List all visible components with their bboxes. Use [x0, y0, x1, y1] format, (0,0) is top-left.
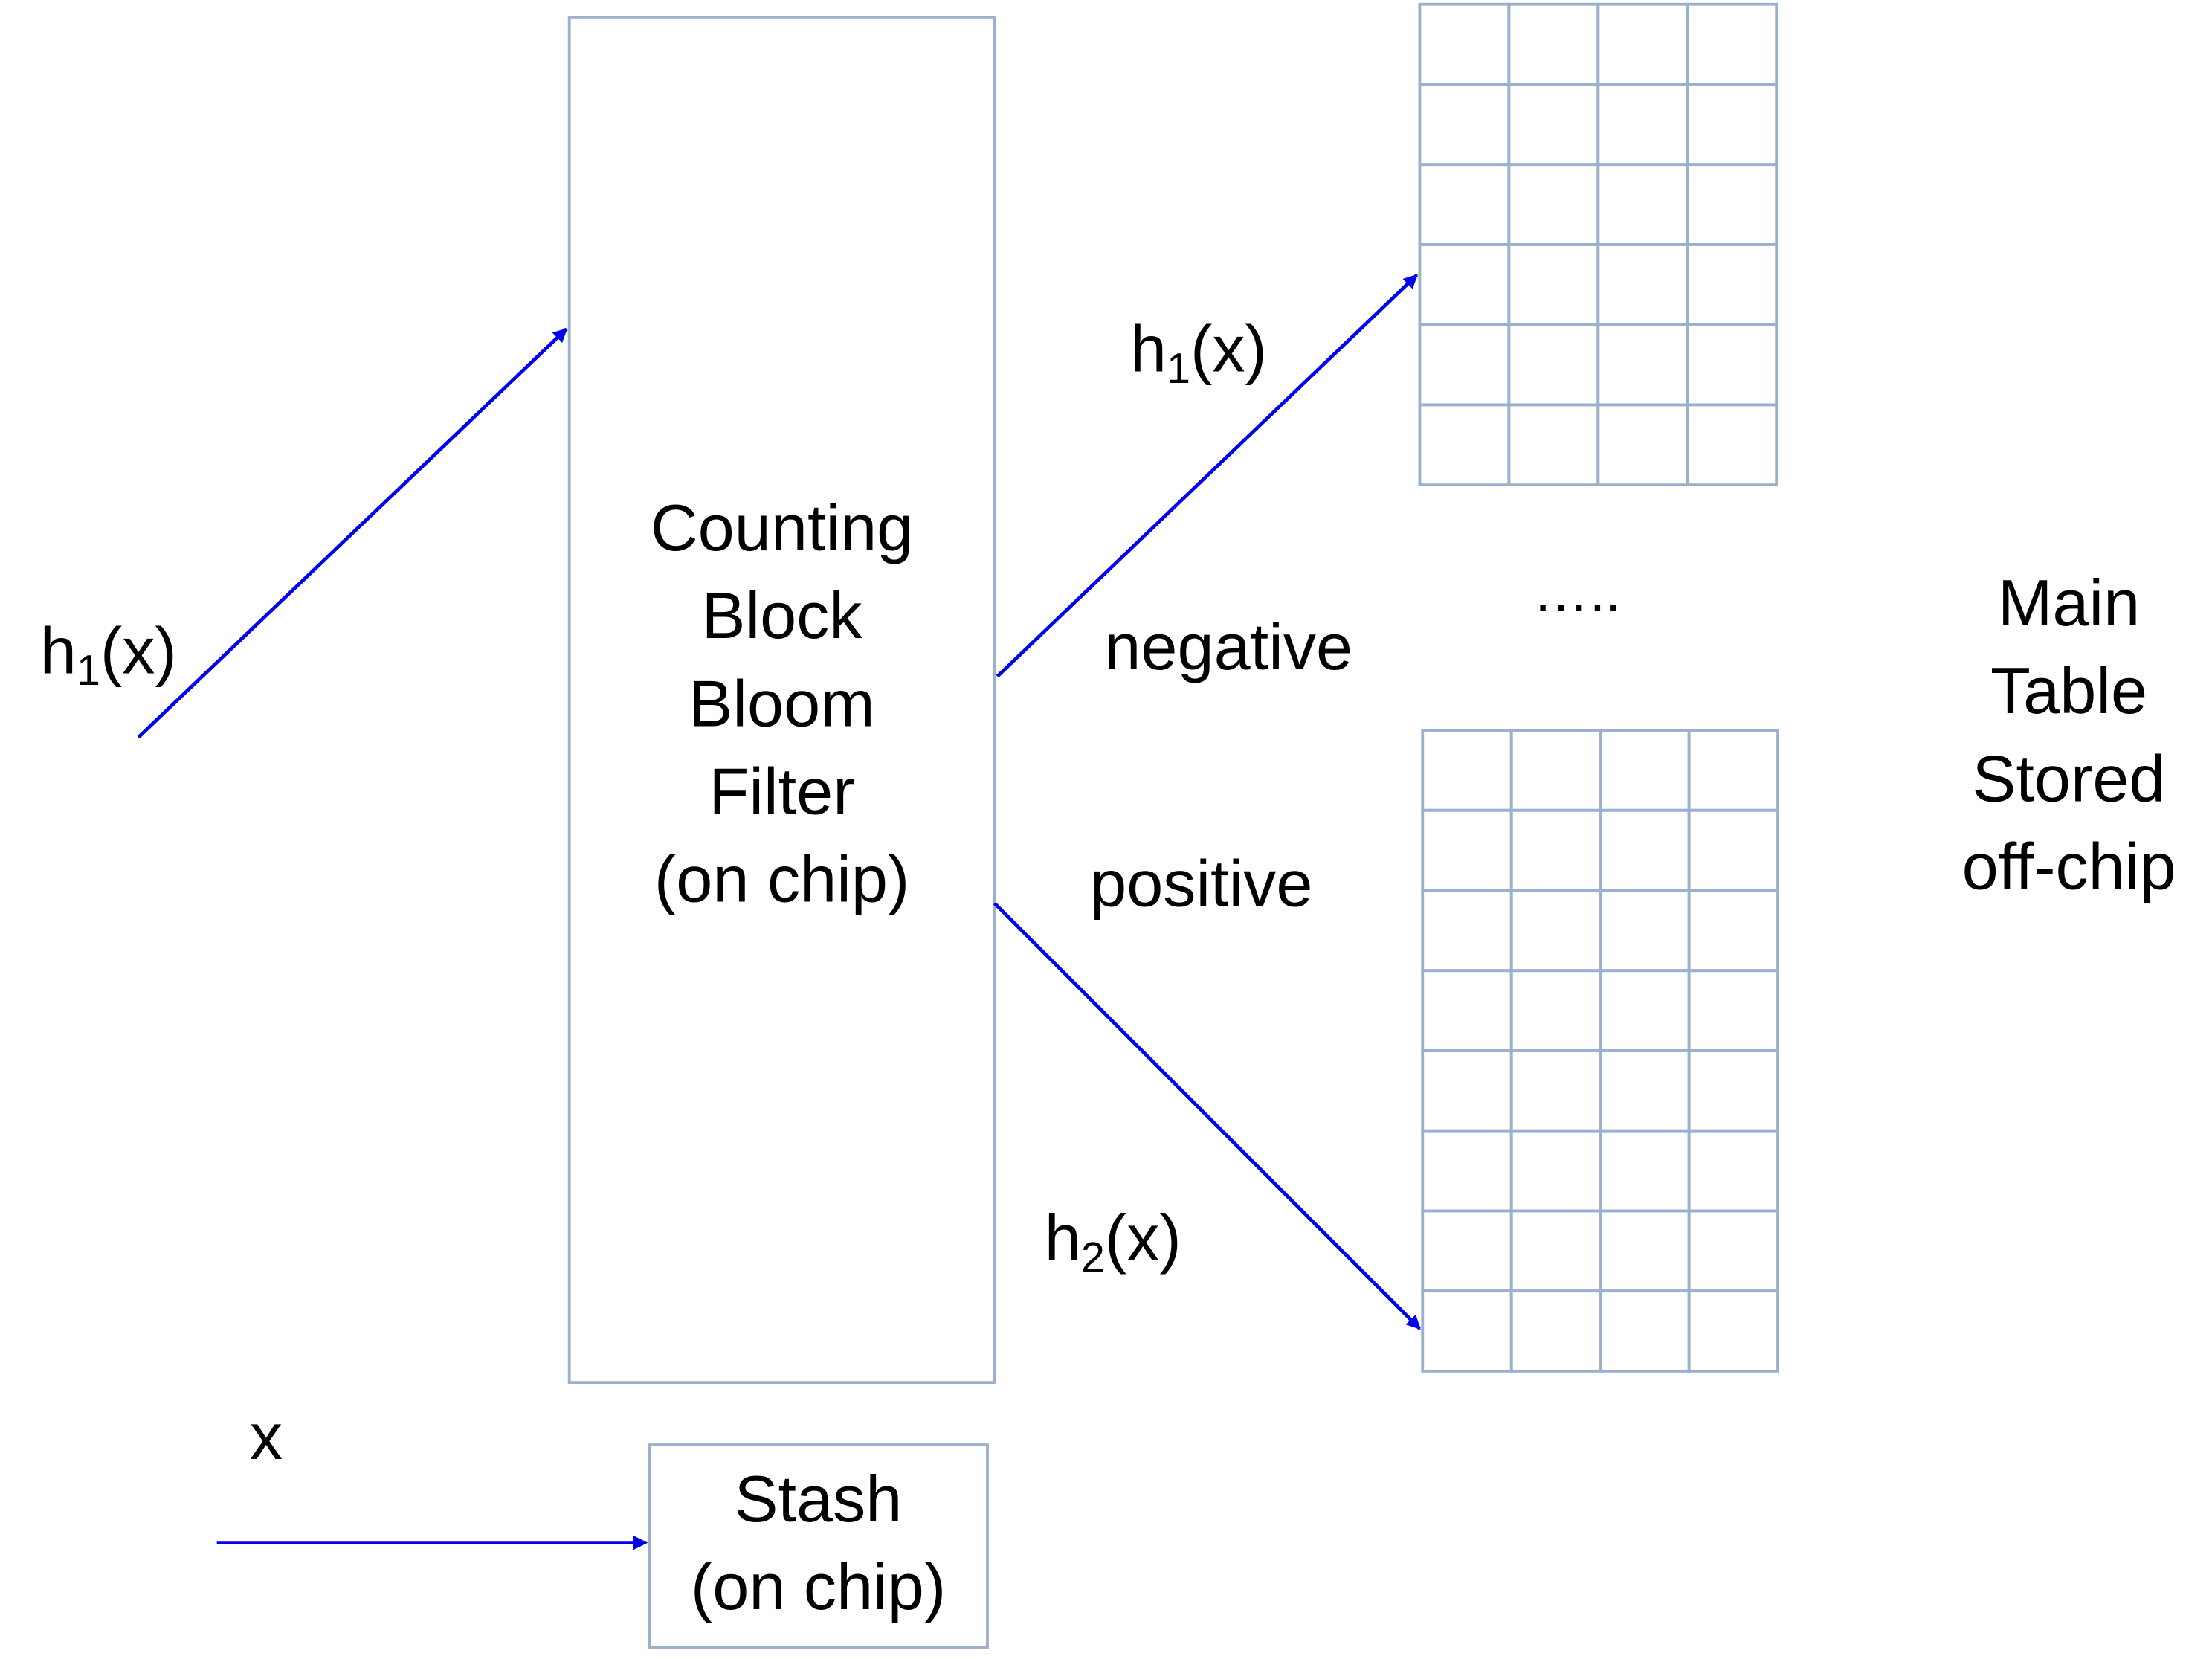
table-cell: [1507, 243, 1600, 326]
main-table-line: off-chip: [1961, 829, 2176, 903]
table-cell: [1418, 2, 1511, 86]
table-cell: [1421, 1289, 1513, 1373]
table-cell: [1507, 323, 1600, 407]
hash-argument: (x): [1190, 312, 1267, 386]
table-cell: [1509, 1289, 1602, 1373]
table-cell: [1421, 969, 1513, 1052]
table-cell: [1687, 808, 1779, 892]
table-cell: [1421, 1209, 1513, 1293]
table-cell: [1421, 1049, 1513, 1133]
table-cell: [1686, 323, 1779, 407]
table-cell: [1599, 808, 1691, 892]
table-cell: [1507, 2, 1600, 86]
main-table-lower-block: [1421, 729, 1779, 1373]
table-cell: [1687, 1129, 1779, 1213]
ellipsis-label: …..: [1532, 561, 1622, 624]
bloom-filter-line: Counting: [650, 490, 914, 564]
negative-label: negative: [1104, 609, 1353, 684]
table-cell: [1687, 1049, 1779, 1133]
stash-box: [648, 1443, 989, 1649]
main-table-line: Stored: [1972, 741, 2166, 816]
table-cell: [1418, 243, 1511, 326]
input-hash-arrow: [137, 327, 568, 739]
table-cell: [1507, 403, 1600, 487]
table-cell: [1418, 83, 1511, 167]
table-cell: [1418, 163, 1511, 246]
table-cell: [1687, 1209, 1779, 1293]
main-table-upper-block: [1418, 2, 1779, 487]
table-cell: [1421, 729, 1513, 812]
table-cell: [1599, 1049, 1691, 1133]
bloom-filter-box: [567, 15, 996, 1385]
table-cell: [1507, 163, 1600, 246]
table-cell: [1596, 163, 1689, 246]
table-cell: [1596, 2, 1689, 86]
table-cell: [1687, 1289, 1779, 1373]
table-cell: [1509, 808, 1602, 892]
hash-argument: (x): [1104, 1201, 1181, 1275]
hash-subscript: 1: [76, 648, 100, 695]
hash-subscript: 2: [1080, 1234, 1105, 1282]
table-cell: [1599, 969, 1691, 1052]
hash-base: h: [1044, 1201, 1081, 1275]
hash-base: h: [39, 613, 77, 688]
table-cell: [1421, 889, 1513, 973]
table-cell: [1686, 403, 1779, 487]
bloom-filter-line: Filter: [709, 754, 855, 828]
table-cell: [1687, 969, 1779, 1052]
hash-base: h: [1129, 312, 1167, 386]
table-cell: [1686, 83, 1779, 167]
positive-label: positive: [1090, 846, 1313, 921]
table-cell: [1599, 1209, 1691, 1293]
main-table-line: Main: [1997, 565, 2141, 640]
table-cell: [1509, 969, 1602, 1052]
stash-line: (on chip): [690, 1550, 947, 1624]
input-hash-label: h1(x): [40, 618, 177, 692]
table-cell: [1596, 83, 1689, 167]
table-cell: [1686, 243, 1779, 326]
stash-label: Stash (on chip): [649, 1455, 987, 1630]
table-cell: [1421, 808, 1513, 892]
table-cell: [1507, 83, 1600, 167]
table-cell: [1596, 403, 1689, 487]
negative-arrow: [996, 274, 1419, 678]
table-cell: [1509, 729, 1602, 812]
table-cell: [1686, 2, 1779, 86]
bloom-filter-line: (on chip): [654, 842, 910, 916]
table-cell: [1421, 1129, 1513, 1213]
table-cell: [1599, 1289, 1691, 1373]
hash-subscript: 1: [1166, 346, 1190, 393]
table-cell: [1596, 243, 1689, 326]
table-cell: [1687, 729, 1779, 812]
bloom-filter-line: Block: [701, 578, 862, 653]
table-cell: [1599, 729, 1691, 812]
hash-argument: (x): [100, 613, 177, 688]
lower-hash-label: h2(x): [1045, 1205, 1181, 1280]
main-table-label: Main Table Stored off-chip: [1933, 558, 2205, 910]
table-cell: [1509, 889, 1602, 973]
table-cell: [1418, 403, 1511, 487]
input-x-label: x: [249, 1399, 283, 1474]
upper-hash-label: h1(x): [1130, 316, 1267, 390]
table-cell: [1687, 889, 1779, 973]
table-cell: [1599, 1129, 1691, 1213]
main-table-line: Table: [1990, 654, 2148, 728]
bloom-filter-label: Counting Block Bloom Filter (on chip): [570, 483, 995, 923]
table-cell: [1596, 323, 1689, 407]
table-cell: [1418, 323, 1511, 407]
bloom-filter-line: Bloom: [689, 666, 875, 741]
table-cell: [1509, 1209, 1602, 1293]
positive-arrow: [993, 901, 1422, 1330]
table-cell: [1509, 1129, 1602, 1213]
table-cell: [1509, 1049, 1602, 1133]
table-cell: [1599, 889, 1691, 973]
stash-line: Stash: [734, 1461, 903, 1536]
table-cell: [1686, 163, 1779, 246]
